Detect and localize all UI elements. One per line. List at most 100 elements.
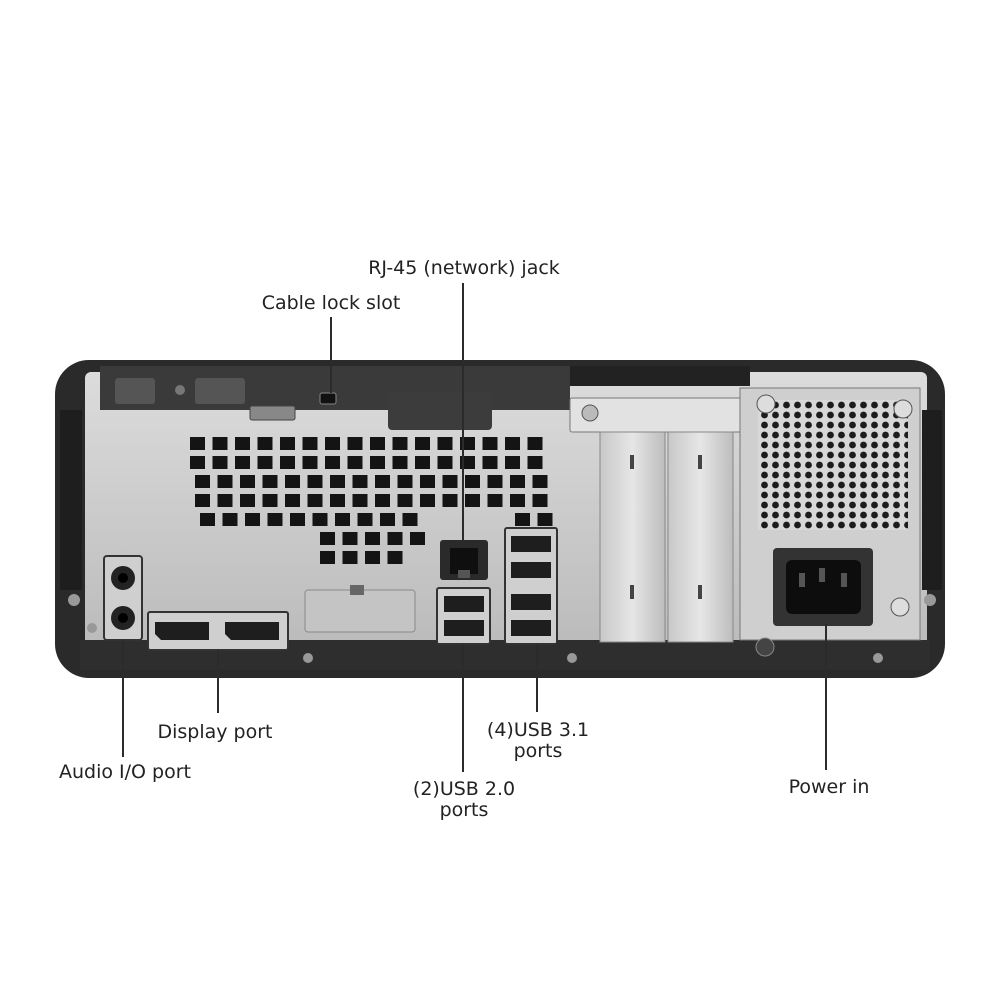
vent-hole (325, 437, 340, 450)
power-supply (739, 387, 921, 641)
vent-hole (370, 456, 385, 469)
vent-hole (320, 532, 335, 545)
vent-hole (212, 437, 228, 450)
label-cable-lock: Cable lock slot (262, 292, 401, 314)
vent-hole (257, 437, 273, 450)
usb31-frame (504, 527, 558, 645)
audio-jack-bottom-hole (118, 613, 128, 623)
vent-hole (365, 532, 380, 545)
psu-screw-top-right (893, 399, 913, 419)
expansion-slot-1-notch-a (630, 455, 634, 469)
vent-hole (190, 437, 205, 450)
psu-screw-top-left (756, 394, 776, 414)
vent-hole (510, 475, 525, 488)
vent-hole (527, 456, 543, 469)
vent-hole (235, 456, 250, 469)
vent-hole (437, 437, 453, 450)
vent-hole (387, 551, 403, 564)
label-power-in: Power in (789, 776, 870, 798)
vent-hole (527, 437, 543, 450)
vent-hole (465, 475, 480, 488)
vent-hole (217, 494, 233, 507)
vent-hole (442, 475, 458, 488)
audio-ports (103, 555, 143, 641)
vent-hole (312, 513, 328, 526)
vent-hole (392, 437, 408, 450)
vent-hole (420, 494, 435, 507)
vent-hole (335, 513, 350, 526)
blank-plate (304, 589, 416, 633)
chassis-screw (924, 594, 936, 606)
vent-hole (505, 437, 520, 450)
vent-hole (347, 456, 363, 469)
vent-hole (375, 494, 390, 507)
rj45-clip (458, 570, 470, 578)
usb31-port-4 (511, 620, 551, 636)
vent-hole (392, 456, 408, 469)
psu-fan-grille (758, 400, 908, 530)
power-pin-3 (841, 573, 847, 587)
bracket-screw-left (581, 404, 599, 422)
vent-hole (280, 437, 295, 450)
expansion-bracket-handle (570, 366, 750, 386)
vent-hole (262, 494, 278, 507)
label-usb31-line1: (4)USB 3.1 (487, 719, 589, 741)
vent-hole (487, 494, 503, 507)
vent-hole (257, 456, 273, 469)
chassis-screw (567, 653, 577, 663)
vent-hole (200, 513, 215, 526)
power-pin-2 (819, 568, 825, 582)
vent-hole (465, 494, 480, 507)
label-usb20-line2: ports (440, 799, 489, 821)
vent-hole (280, 456, 295, 469)
usb31-port-2 (511, 562, 551, 578)
vent-hole (532, 494, 548, 507)
top-latch-left (115, 378, 155, 404)
vent-hole (510, 494, 525, 507)
chassis-screw (68, 594, 80, 606)
vent-hole (240, 475, 255, 488)
top-connector (249, 405, 296, 421)
vent-hole (307, 494, 323, 507)
vent-hole (375, 475, 390, 488)
vent-hole (442, 494, 458, 507)
leader-lines (122, 283, 827, 772)
psu-screw-bottom-right (890, 597, 910, 617)
vent-hole (302, 456, 318, 469)
chassis-screw (755, 637, 775, 657)
vent-hole (352, 494, 368, 507)
vent-hole (262, 475, 278, 488)
chassis-left-edge (60, 410, 82, 590)
chassis-screw (873, 653, 883, 663)
vent-hole (380, 513, 395, 526)
vent-hole (330, 475, 345, 488)
vent-hole (505, 456, 520, 469)
vent-hole (357, 513, 373, 526)
vent-hole (347, 437, 363, 450)
power-pin-1 (799, 573, 805, 587)
vent-hole (532, 475, 548, 488)
vent-hole (410, 532, 425, 545)
vent-hole (285, 475, 300, 488)
vent-hole (342, 551, 358, 564)
vent-hole (302, 437, 318, 450)
vent-hole (190, 456, 205, 469)
top-latch-right (195, 378, 245, 404)
top-vent-badge (388, 392, 492, 430)
usb31-ports (504, 527, 558, 645)
vent-hole (285, 494, 300, 507)
display-port-1 (155, 622, 209, 640)
chassis-screw (303, 653, 313, 663)
vent-hole (320, 551, 335, 564)
label-audio-io: Audio I/O port (59, 761, 191, 783)
vent-hole (537, 513, 553, 526)
usb20-port-1 (444, 596, 484, 612)
vent-hole (482, 456, 498, 469)
usb20-ports (436, 587, 491, 645)
vent-hole (515, 513, 530, 526)
vent-hole (387, 532, 403, 545)
usb31-port-3 (511, 594, 551, 610)
plate-tab (350, 585, 364, 595)
display-ports (147, 611, 289, 651)
